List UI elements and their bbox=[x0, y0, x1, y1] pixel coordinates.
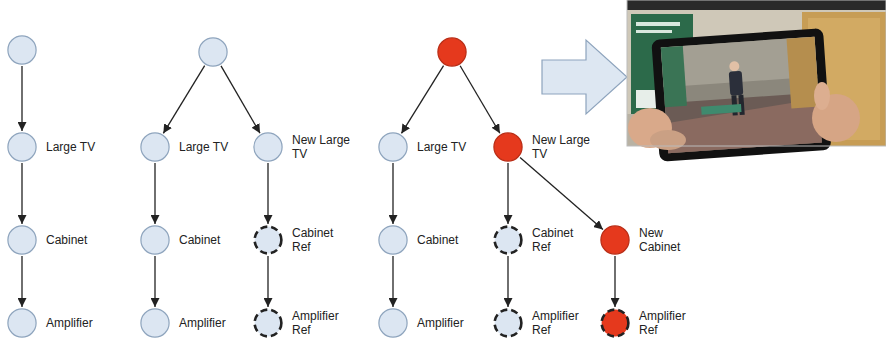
node-circle-shape bbox=[602, 310, 629, 337]
tree-arrow bbox=[520, 157, 603, 229]
node-circle bbox=[493, 308, 523, 338]
tree-arrow bbox=[392, 256, 393, 307]
node-circle-shape bbox=[8, 36, 36, 64]
reference-node: Cabinet Ref bbox=[253, 225, 283, 255]
tree-arrow bbox=[460, 66, 500, 133]
node-circle bbox=[378, 132, 408, 162]
node-circle bbox=[253, 225, 283, 255]
node-label: Cabinet Ref bbox=[292, 226, 344, 254]
node-label: Large TV bbox=[179, 140, 249, 154]
tree-arrow bbox=[401, 66, 443, 134]
tree-node: Large TV bbox=[378, 132, 408, 162]
node-circle bbox=[493, 132, 523, 162]
node-circle-shape bbox=[8, 133, 36, 161]
block-arrow bbox=[542, 40, 627, 114]
tree-arrow bbox=[21, 66, 22, 131]
node-label: Cabinet bbox=[417, 233, 487, 247]
node-circle bbox=[7, 308, 37, 338]
tree-arrow bbox=[392, 163, 393, 224]
node-circle-shape bbox=[379, 309, 407, 337]
node-circle bbox=[600, 308, 630, 338]
reference-node: Amplifier Ref bbox=[493, 308, 523, 338]
node-circle bbox=[7, 225, 37, 255]
tree-node bbox=[198, 37, 228, 67]
tree-node: Amplifier bbox=[378, 308, 408, 338]
node-circle-shape bbox=[255, 310, 282, 337]
changed-reference-node: Amplifier Ref bbox=[600, 308, 630, 338]
node-circle bbox=[140, 225, 170, 255]
node-circle bbox=[140, 132, 170, 162]
tree-arrow bbox=[21, 256, 22, 307]
tree-node: Cabinet bbox=[7, 225, 37, 255]
tree-node: Cabinet bbox=[140, 225, 170, 255]
node-circle-shape bbox=[601, 226, 629, 254]
tree-node: Amplifier bbox=[7, 308, 37, 338]
node-circle bbox=[600, 225, 630, 255]
node-label: Large TV bbox=[46, 140, 116, 154]
node-label: Amplifier Ref bbox=[639, 309, 697, 337]
tree-arrow bbox=[507, 163, 508, 224]
node-circle-shape bbox=[141, 309, 169, 337]
tree-arrow bbox=[163, 66, 204, 134]
node-circle-shape bbox=[8, 226, 36, 254]
tree-arrow bbox=[154, 256, 155, 307]
node-circle bbox=[253, 308, 283, 338]
reference-node: Amplifier Ref bbox=[253, 308, 283, 338]
tree-node: Large TV bbox=[140, 132, 170, 162]
node-label: Amplifier Ref bbox=[292, 309, 350, 337]
node-circle bbox=[378, 225, 408, 255]
tree-node: New Large TV bbox=[253, 132, 283, 162]
node-circle bbox=[253, 132, 283, 162]
node-circle-shape bbox=[495, 310, 522, 337]
node-circle-shape bbox=[141, 226, 169, 254]
node-label: New Large TV bbox=[292, 133, 356, 161]
node-circle-shape bbox=[438, 38, 466, 66]
node-circle-shape bbox=[199, 38, 227, 66]
tree-arrow bbox=[21, 163, 22, 224]
tree-arrow bbox=[507, 256, 508, 307]
tree-arrow bbox=[267, 163, 268, 224]
node-circle bbox=[493, 225, 523, 255]
node-label: Amplifier bbox=[46, 316, 116, 330]
node-label: Large TV bbox=[417, 140, 487, 154]
changed-node bbox=[437, 37, 467, 67]
tree-node: Amplifier bbox=[140, 308, 170, 338]
reference-node: Cabinet Ref bbox=[493, 225, 523, 255]
node-circle bbox=[7, 35, 37, 65]
node-label: Cabinet bbox=[46, 233, 116, 247]
node-circle-shape bbox=[255, 227, 282, 254]
node-label: Amplifier bbox=[417, 316, 487, 330]
node-circle bbox=[437, 37, 467, 67]
tree-arrow bbox=[267, 256, 268, 307]
node-circle-shape bbox=[379, 226, 407, 254]
node-circle bbox=[140, 308, 170, 338]
tree-arrow bbox=[154, 163, 155, 224]
node-label: New Large TV bbox=[532, 133, 596, 161]
node-circle-shape bbox=[8, 309, 36, 337]
node-label: Amplifier Ref bbox=[532, 309, 590, 337]
tree-node: Large TV bbox=[7, 132, 37, 162]
ar-photo bbox=[627, 0, 886, 162]
node-circle bbox=[7, 132, 37, 162]
tree-arrow bbox=[221, 66, 260, 133]
tree-node bbox=[7, 35, 37, 65]
node-circle-shape bbox=[495, 227, 522, 254]
node-label: Cabinet Ref bbox=[532, 226, 582, 254]
node-label: New Cabinet bbox=[639, 226, 691, 254]
node-label: Amplifier bbox=[179, 316, 249, 330]
node-circle bbox=[198, 37, 228, 67]
tree-node: Cabinet bbox=[378, 225, 408, 255]
node-label: Cabinet bbox=[179, 233, 249, 247]
node-circle-shape bbox=[379, 133, 407, 161]
node-circle-shape bbox=[141, 133, 169, 161]
changed-node: New Large TV bbox=[493, 132, 523, 162]
node-circle bbox=[378, 308, 408, 338]
node-circle-shape bbox=[254, 133, 282, 161]
tree-arrow bbox=[614, 256, 615, 307]
node-circle-shape bbox=[494, 133, 522, 161]
changed-node: New Cabinet bbox=[600, 225, 630, 255]
